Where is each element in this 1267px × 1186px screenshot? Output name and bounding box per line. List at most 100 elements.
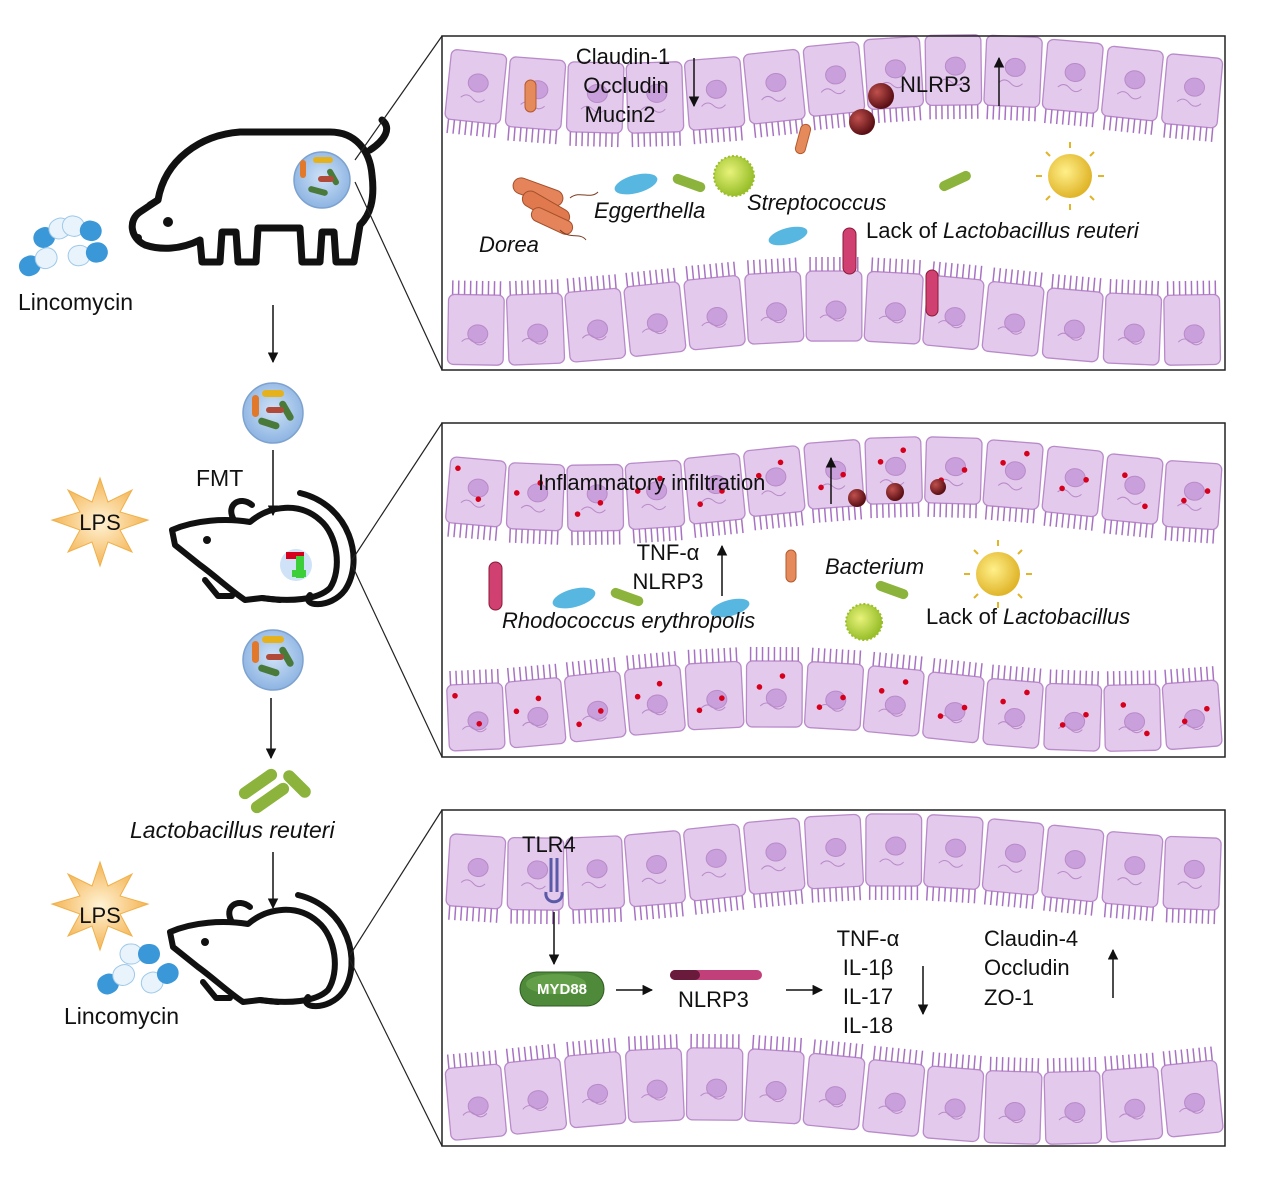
epithelial-cell [505,462,566,545]
streptococcus-label: Streptococcus [747,190,886,215]
gut-microbiota-icon [242,382,304,444]
epithelial-cell [1161,666,1223,750]
svg-text:LPS: LPS [79,903,121,928]
rod-bacterium [785,549,797,583]
epithelial-cell [743,445,806,531]
rod-bacterium [488,561,503,611]
rod-bacterium [925,269,939,317]
epithelial-cell [683,56,746,145]
panel-frame-1 [441,35,1226,371]
rhodococcus-label: Rhodococcus erythropolis [502,608,755,633]
epithelial-cell [922,1052,985,1143]
epithelial-cell [446,668,506,752]
nlrp3-up: NLRP3 [900,56,1005,106]
epithelial-cell [982,439,1044,524]
epithelial-cell [683,823,747,915]
lack-lactobacillus-label: Lack of Lactobacillus [926,604,1130,629]
epithelial-cell [564,657,627,743]
epithelial-cell [444,1050,507,1141]
epithelial-cell [745,646,803,728]
tight-junctions-up: Claudin-4 Occludin ZO-1 [984,926,1119,1010]
zoom-lines [349,35,443,1147]
gut-microbiota-icon [242,629,304,691]
epithelial-cell [445,833,507,923]
svg-text:Occludin: Occludin [984,955,1070,980]
antibiotic-label: Lincomycin [64,1003,179,1029]
probiotic-label: Lactobacillus reuteri [130,817,335,843]
epithelial-cell [504,1043,568,1135]
pig-illustration [128,116,391,266]
gut-transplant-icon [280,549,312,581]
bacterium-label: Bacterium [825,554,924,579]
svg-text:IL-1β: IL-1β [843,955,894,980]
inflammasome-particle [849,109,875,135]
svg-text:LPS: LPS [79,510,121,535]
cytokines-down: TNF-α IL-1β IL-17 IL-18 [837,926,929,1038]
mouse-eye [203,536,211,544]
epithelial-cell [1102,279,1163,366]
epithelial-cell [564,1037,627,1129]
epithelial-cell [981,267,1045,357]
epithelial-cell [1041,824,1105,916]
epithelial-cell [566,463,625,546]
epithelial-cell [625,1034,685,1123]
epithelial-cell [1160,1046,1224,1138]
epithelial-cell [623,830,686,921]
svg-text:TNF-α: TNF-α [637,540,700,565]
epithelial-cell [862,1045,926,1137]
epithelium-panel-1 [444,34,1224,366]
epithelial-cell [802,41,866,131]
epithelial-cell [803,439,865,524]
streptococcus-icon [713,155,755,197]
epithelial-cell [504,663,567,749]
epithelial-cell [862,651,925,737]
epithelial-cell [924,34,983,120]
epithelial-cell [982,664,1044,749]
epithelial-cell [683,261,746,351]
svg-text:Claudin-4: Claudin-4 [984,926,1078,951]
pig-eye [163,217,173,227]
pig-snout [134,234,142,242]
epithelial-cell [1041,38,1104,128]
epithelial-cell [1041,274,1104,363]
nlrp3-protein-icon [670,970,762,980]
nlrp3-label: NLRP3 [678,987,749,1012]
epithelial-cell [1161,53,1224,142]
epithelial-cell [924,436,983,519]
epithelial-cell [565,835,626,924]
mouse-illustration [169,490,357,608]
dorea-label: Dorea [479,232,539,257]
svg-text:NLRP3: NLRP3 [900,72,971,97]
epithelial-cell [981,818,1045,910]
epithelial-cell [1041,445,1104,531]
rod-bacterium [842,227,857,275]
inflammasome-particle [868,83,894,109]
eggerthella-bacterium-icon [614,170,971,246]
lps-star-icon: LPS [50,476,150,568]
epithelial-cell [624,459,686,544]
mouse-eye [201,938,209,946]
epithelial-cell [802,1039,866,1131]
epithelial-cell [685,1033,744,1121]
epithelial-cell [684,647,745,731]
cytokines-up: TNF-α NLRP3 [633,540,728,596]
panel-frame-3 [441,809,1226,1147]
epithelial-cell [446,280,505,366]
inflammasome-particle [886,483,904,501]
epithelium-panel-3 [444,813,1224,1145]
epithelial-cell [983,34,1043,122]
epithelial-cell [742,48,806,138]
epithelial-cell [1101,1052,1164,1143]
lps-star-icon: LPS [50,860,150,952]
myd88-protein: MYD88 [519,971,605,1007]
inflammasome-particle [930,479,946,495]
epithelial-cell [864,436,923,519]
epithelial-cell [1163,280,1222,366]
svg-text:TNF-α: TNF-α [837,926,900,951]
svg-text:IL-17: IL-17 [843,984,893,1009]
epithelial-cell [1101,45,1164,135]
lack-lactobacillus-reuteri-label: Lack of Lactobacillus reuteri [866,218,1140,243]
epithelial-cell [1161,460,1223,544]
epithelial-cell [445,456,507,541]
epithelial-cell [1043,1057,1103,1145]
